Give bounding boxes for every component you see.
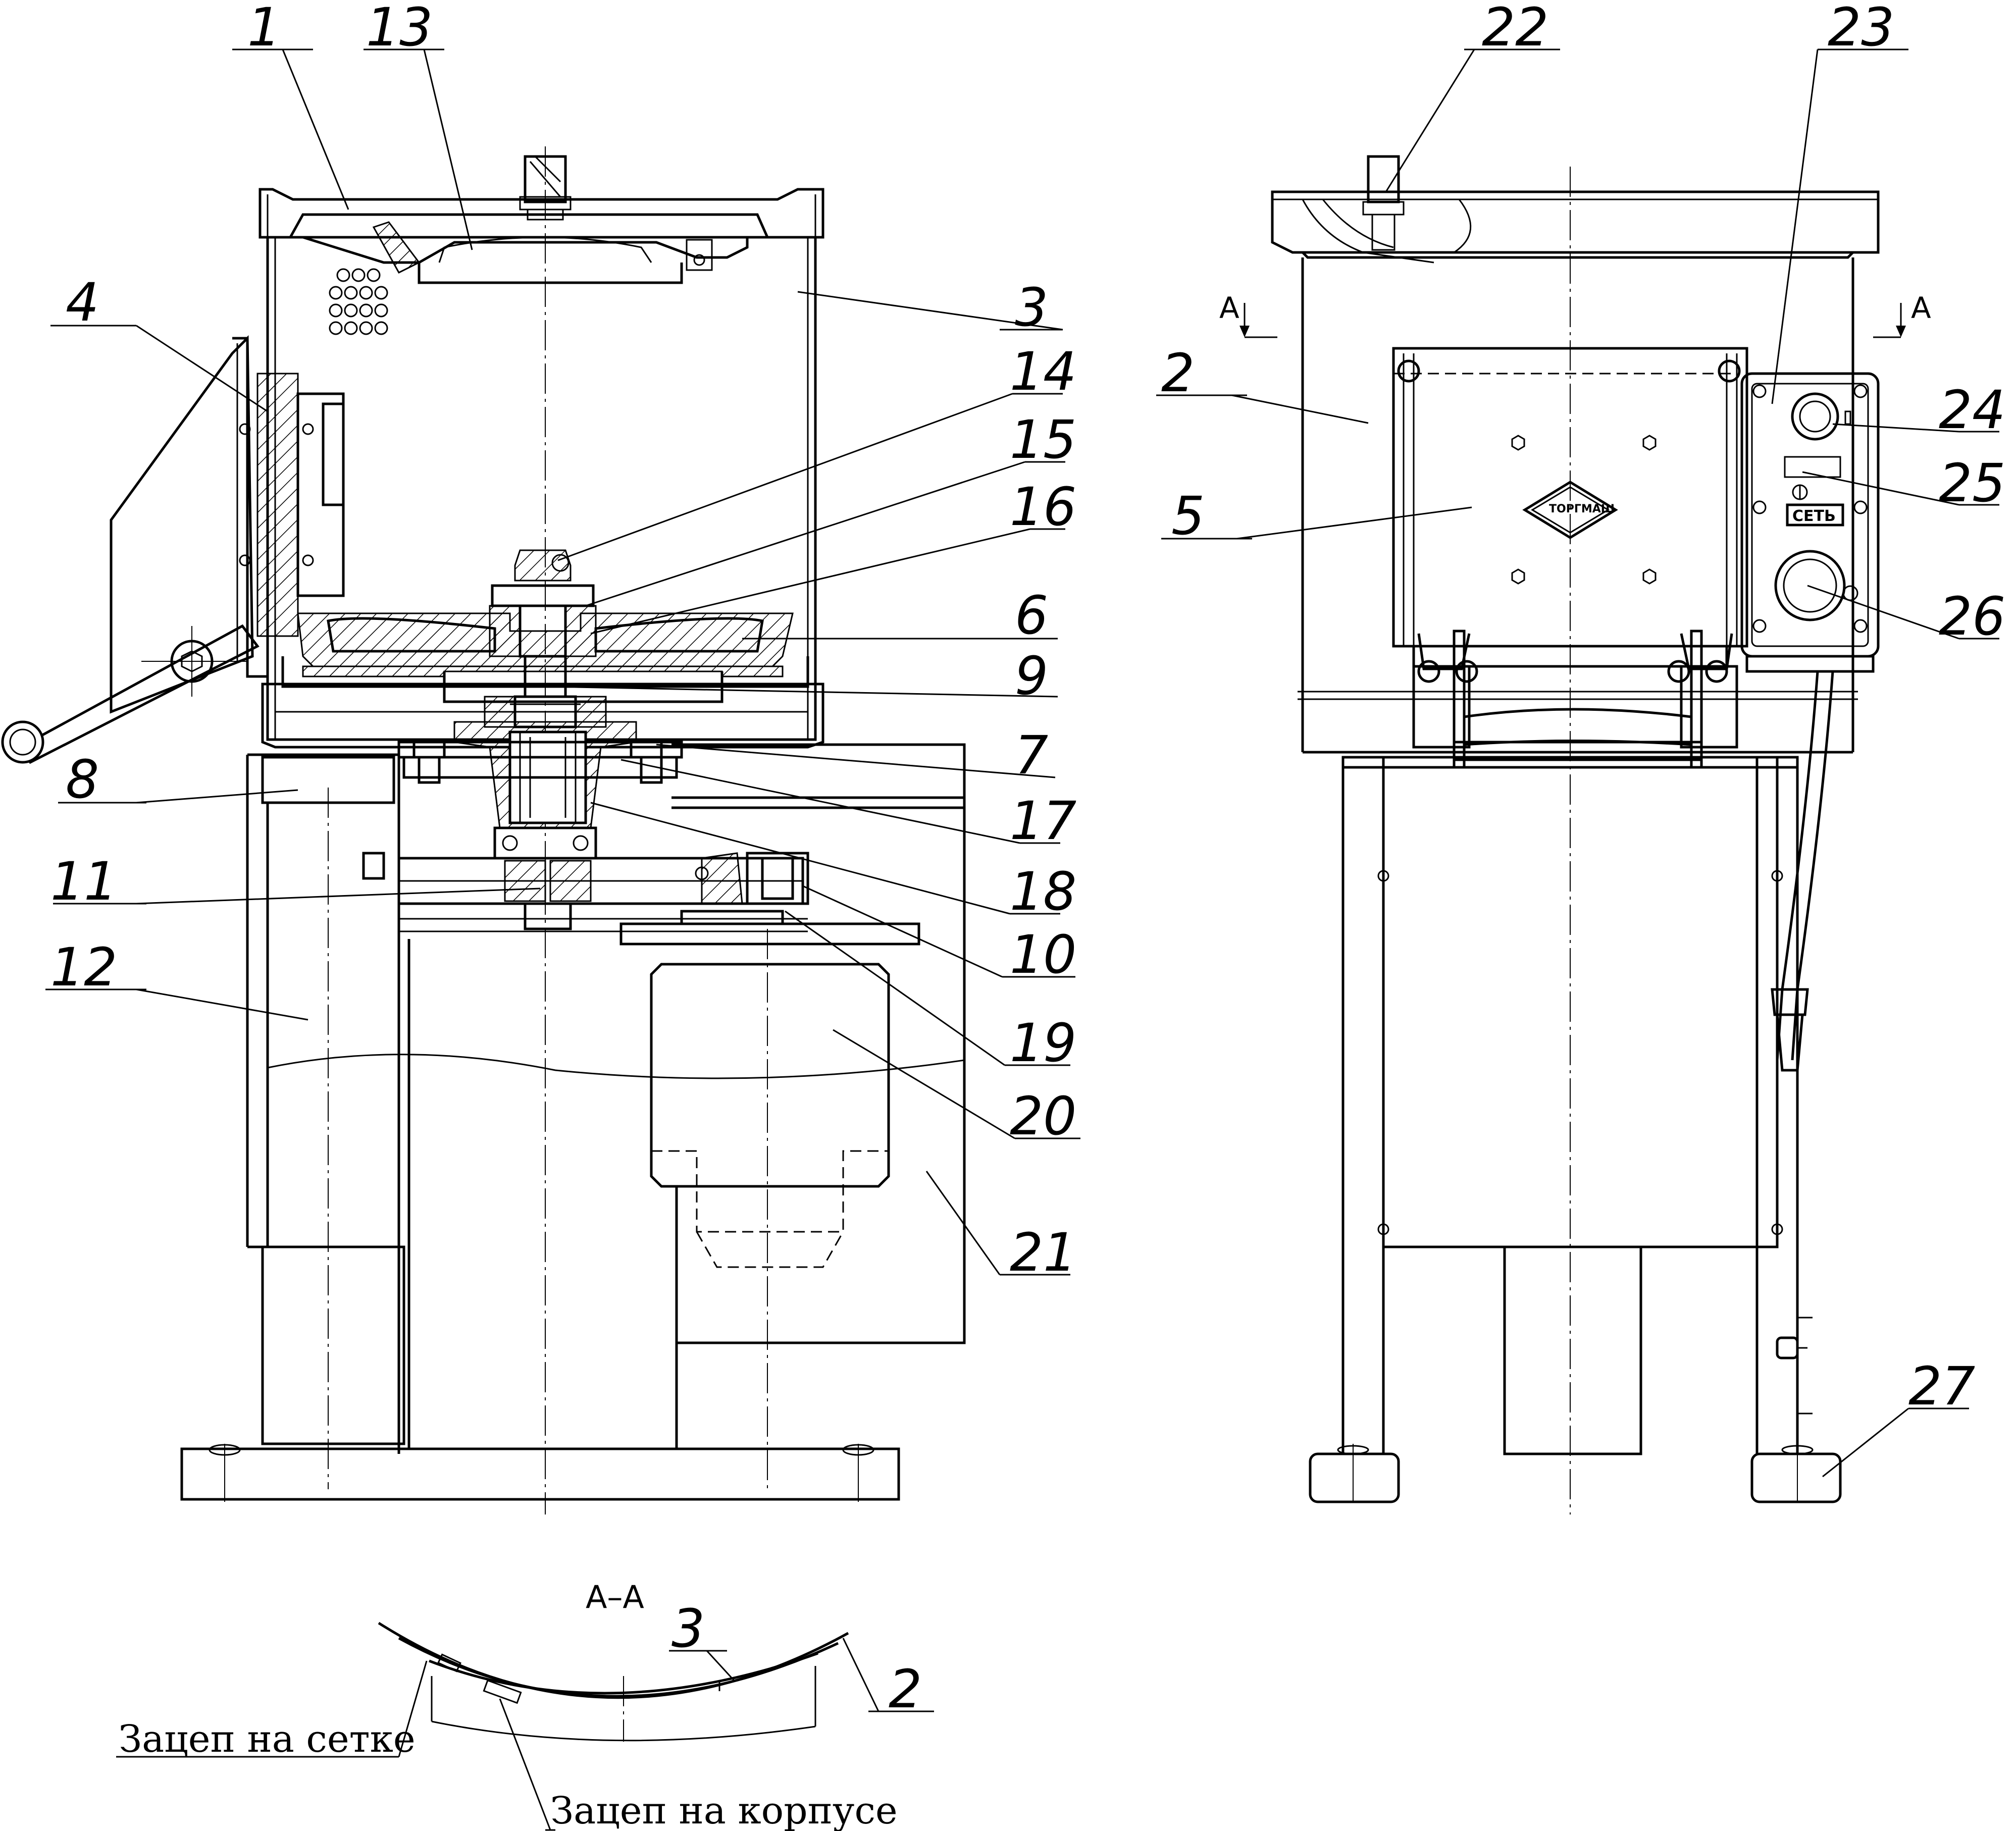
- section-view: А–А: [378, 1579, 849, 1742]
- callout-3: 3: [1015, 277, 1048, 338]
- section-callout-2: 2: [889, 1658, 922, 1720]
- logo-text: ТОРГМАШ: [1549, 503, 1615, 515]
- perforation-holes: [329, 268, 388, 335]
- callout-numbers: 1 13 22 23 4 3 2 24 14 15 25 5 16 26 6 9…: [50, 0, 2005, 1720]
- callout-24: 24: [1939, 379, 2005, 441]
- front-door: ТОРГМАШ: [1392, 347, 1748, 769]
- mesh-hook-note: Зацеп на сетке: [119, 1717, 416, 1761]
- callout-16: 16: [1010, 476, 1076, 538]
- callout-25: 25: [1939, 452, 2005, 514]
- section-mark-right: А: [1911, 291, 1931, 325]
- section-callout-3: 3: [671, 1598, 705, 1659]
- motor: [619, 743, 966, 1344]
- bearing-housing: [397, 721, 683, 860]
- right-view: А А ТОРГМАШ: [1219, 155, 1931, 1514]
- callout-17: 17: [1010, 790, 1076, 852]
- callout-7: 7: [1015, 724, 1048, 786]
- side-door: [1, 335, 345, 764]
- control-panel: СЕТЬ: [1740, 372, 1880, 1072]
- callout-19: 19: [1010, 1012, 1076, 1074]
- callout-2: 2: [1161, 342, 1195, 404]
- frame-left: [180, 753, 965, 1502]
- body-hook-note: Зацеп на корпусе: [550, 1789, 898, 1831]
- section-mark-left: А: [1219, 291, 1239, 325]
- leader-lines: [45, 48, 1999, 1831]
- power-label: СЕТЬ: [1792, 507, 1836, 525]
- callout-5: 5: [1171, 485, 1205, 547]
- callout-27: 27: [1908, 1355, 1975, 1417]
- hub-assembly: [484, 549, 607, 728]
- callout-12: 12: [50, 936, 117, 998]
- callout-22: 22: [1482, 0, 1548, 58]
- callout-13: 13: [366, 0, 433, 58]
- callout-23: 23: [1828, 0, 1894, 58]
- callout-20: 20: [1010, 1085, 1076, 1147]
- callout-14: 14: [1010, 341, 1076, 402]
- callout-1: 1: [247, 0, 281, 58]
- callout-4: 4: [66, 272, 99, 333]
- callout-15: 15: [1010, 409, 1076, 470]
- callout-10: 10: [1010, 924, 1076, 985]
- callout-11: 11: [50, 851, 117, 912]
- section-title: А–А: [586, 1579, 644, 1615]
- callout-6: 6: [1015, 585, 1048, 646]
- frame-right: [1309, 756, 1842, 1503]
- callout-26: 26: [1939, 586, 2005, 647]
- callout-8: 8: [66, 749, 99, 810]
- left-view: [1, 146, 966, 1514]
- callout-9: 9: [1015, 645, 1048, 707]
- callout-18: 18: [1010, 861, 1076, 922]
- callout-21: 21: [1010, 1222, 1076, 1283]
